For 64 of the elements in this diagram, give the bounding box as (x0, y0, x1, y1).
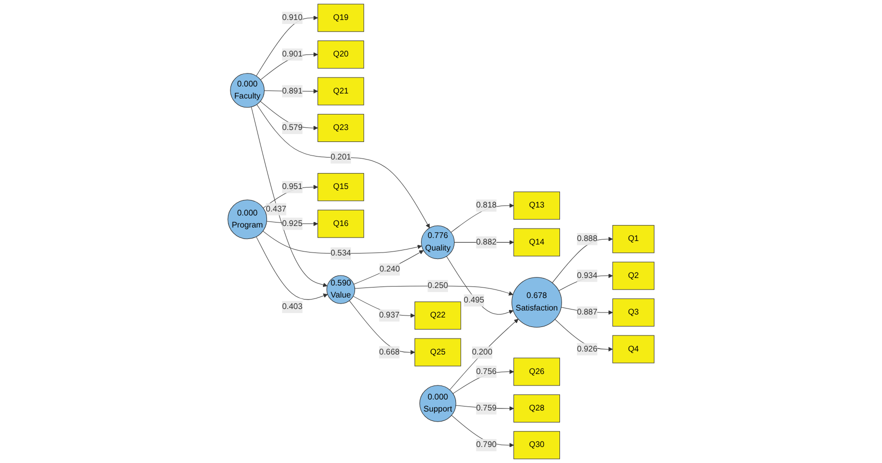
edge-label: 0.403 (282, 302, 303, 312)
node-box: Q15 (318, 173, 364, 202)
node-box: Q4 (612, 335, 654, 364)
node-box: Q2 (612, 262, 654, 290)
arrow (349, 300, 416, 355)
arrow (552, 236, 613, 284)
node-circle: 0.776 Quality (421, 226, 455, 260)
node-box: Q30 (513, 431, 560, 460)
edge-label: 0.901 (282, 50, 303, 59)
arrow (262, 184, 318, 208)
arrow (451, 415, 514, 448)
edge-label: 0.756 (476, 367, 497, 376)
arrow (554, 319, 613, 352)
arrow (260, 52, 318, 80)
edge-label: 0.926 (576, 344, 598, 354)
arrow (251, 106, 328, 288)
arrow (354, 250, 424, 284)
node-box: Q28 (513, 394, 560, 422)
edge-label: 0.201 (330, 152, 352, 162)
edge-label: 0.888 (576, 234, 598, 244)
edge-label: 0.200 (472, 348, 492, 357)
arrow (262, 230, 422, 254)
node-box: Q23 (318, 114, 364, 142)
node-box: Q22 (414, 302, 462, 330)
edge-label: 0.951 (282, 182, 303, 192)
edge-label: 0.759 (476, 404, 497, 413)
edge-label: 0.887 (576, 308, 598, 317)
edge-label: 0.579 (282, 123, 303, 132)
arrow (446, 256, 514, 315)
edge-label: 0.818 (476, 201, 497, 210)
arrow (256, 236, 328, 300)
arrow (354, 286, 514, 296)
node-circle: 0.000 Program (228, 200, 268, 240)
arrow (450, 203, 514, 233)
node-box: Q25 (414, 338, 462, 366)
node-box: Q26 (513, 358, 560, 386)
node-circle: 0.678 Satisfaction (512, 277, 562, 328)
arrow (452, 370, 514, 394)
edge-label: 0.910 (282, 13, 303, 22)
edge-label: 0.437 (266, 204, 286, 214)
node-box: Q16 (318, 210, 364, 238)
node-circle: 0.000 Faculty (230, 73, 265, 108)
node-circle: 0.000 Support (419, 385, 456, 422)
node-box: Q20 (318, 40, 364, 69)
edge-label: 0.882 (476, 238, 497, 246)
edge-label: 0.891 (282, 86, 303, 96)
edge-label: 0.250 (428, 281, 448, 290)
edge-label: 0.937 (379, 310, 400, 320)
node-box: Q3 (612, 298, 654, 327)
edge-label: 0.934 (576, 271, 598, 280)
edge-label: 0.240 (379, 264, 400, 274)
node-box: Q1 (612, 225, 654, 254)
edge-label: 0.925 (282, 219, 303, 228)
arrow (256, 16, 318, 76)
edge-label: 0.495 (464, 296, 484, 304)
edge-label: 0.534 (330, 248, 352, 258)
edge-label: 0.790 (476, 440, 497, 450)
node-box: Q13 (513, 192, 560, 220)
node-circle: 0.590 Value (326, 275, 356, 304)
node-box: Q21 (318, 77, 364, 106)
node-box: Q14 (513, 228, 560, 256)
edge-label: 0.668 (379, 348, 400, 356)
node-box: Q19 (318, 4, 364, 32)
arrow (449, 318, 518, 390)
